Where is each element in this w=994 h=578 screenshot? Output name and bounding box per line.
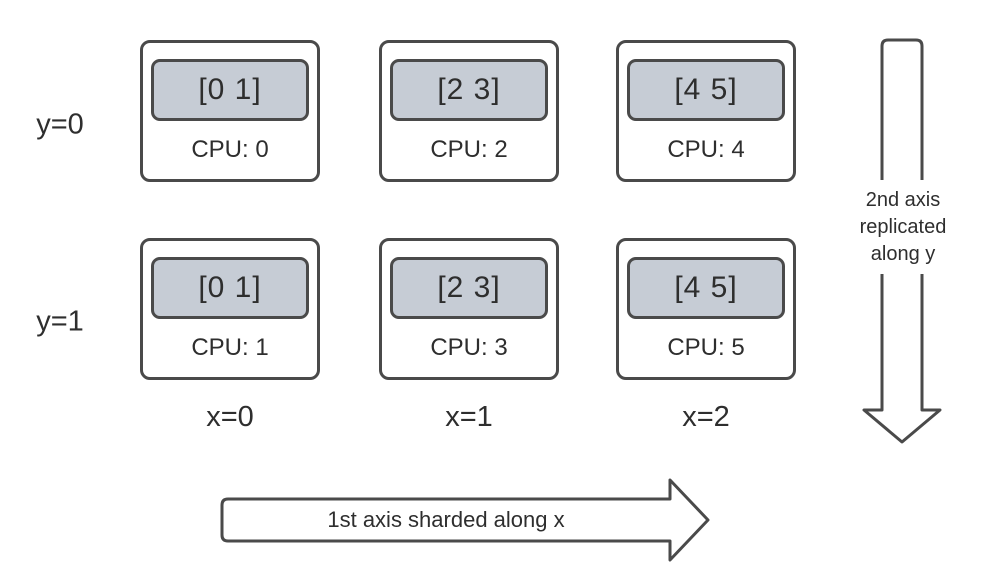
device-box-y0-x1: [2 3] CPU: 2: [379, 40, 559, 182]
shard-values: [0 1]: [198, 73, 262, 106]
shard-values: [4 5]: [674, 73, 738, 106]
shard-data-box: [0 1]: [151, 59, 309, 121]
row-label-y0: y=0: [36, 108, 84, 141]
cpu-label: CPU: 2: [430, 136, 508, 163]
shard-values: [0 1]: [198, 271, 262, 304]
shard-values: [4 5]: [674, 271, 738, 304]
row-label-y1: y=1: [36, 305, 84, 338]
vertical-arrow-label-line1: 2nd axis: [865, 188, 941, 211]
vertical-arrow-label-line3: along y: [870, 242, 936, 265]
right-arrow-icon: [220, 478, 710, 562]
device-box-y1-x1: [2 3] CPU: 3: [379, 238, 559, 380]
col-label-x1: x=1: [445, 401, 493, 433]
col-label-x0: x=0: [206, 401, 254, 433]
horizontal-arrow-label: 1st axis sharded along x: [327, 507, 565, 532]
cpu-label: CPU: 0: [191, 136, 269, 163]
device-box-y0-x0: [0 1] CPU: 0: [140, 40, 320, 182]
cpu-label: CPU: 1: [191, 334, 269, 361]
vertical-arrow-label: 2nd axis replicated along y: [841, 180, 965, 274]
device-box-y0-x2: [4 5] CPU: 4: [616, 40, 796, 182]
cpu-label: CPU: 4: [667, 136, 745, 163]
vertical-arrow-label-line2: replicated: [859, 215, 947, 238]
shard-data-box: [2 3]: [390, 257, 548, 319]
shard-data-box: [0 1]: [151, 257, 309, 319]
shard-values: [2 3]: [437, 271, 501, 304]
shard-data-box: [4 5]: [627, 59, 785, 121]
cpu-label: CPU: 5: [667, 334, 745, 361]
cpu-label: CPU: 3: [430, 334, 508, 361]
device-box-y1-x0: [0 1] CPU: 1: [140, 238, 320, 380]
shard-data-box: [2 3]: [390, 59, 548, 121]
shard-data-box: [4 5]: [627, 257, 785, 319]
col-label-x2: x=2: [682, 401, 730, 433]
shard-values: [2 3]: [437, 73, 501, 106]
device-box-y1-x2: [4 5] CPU: 5: [616, 238, 796, 380]
